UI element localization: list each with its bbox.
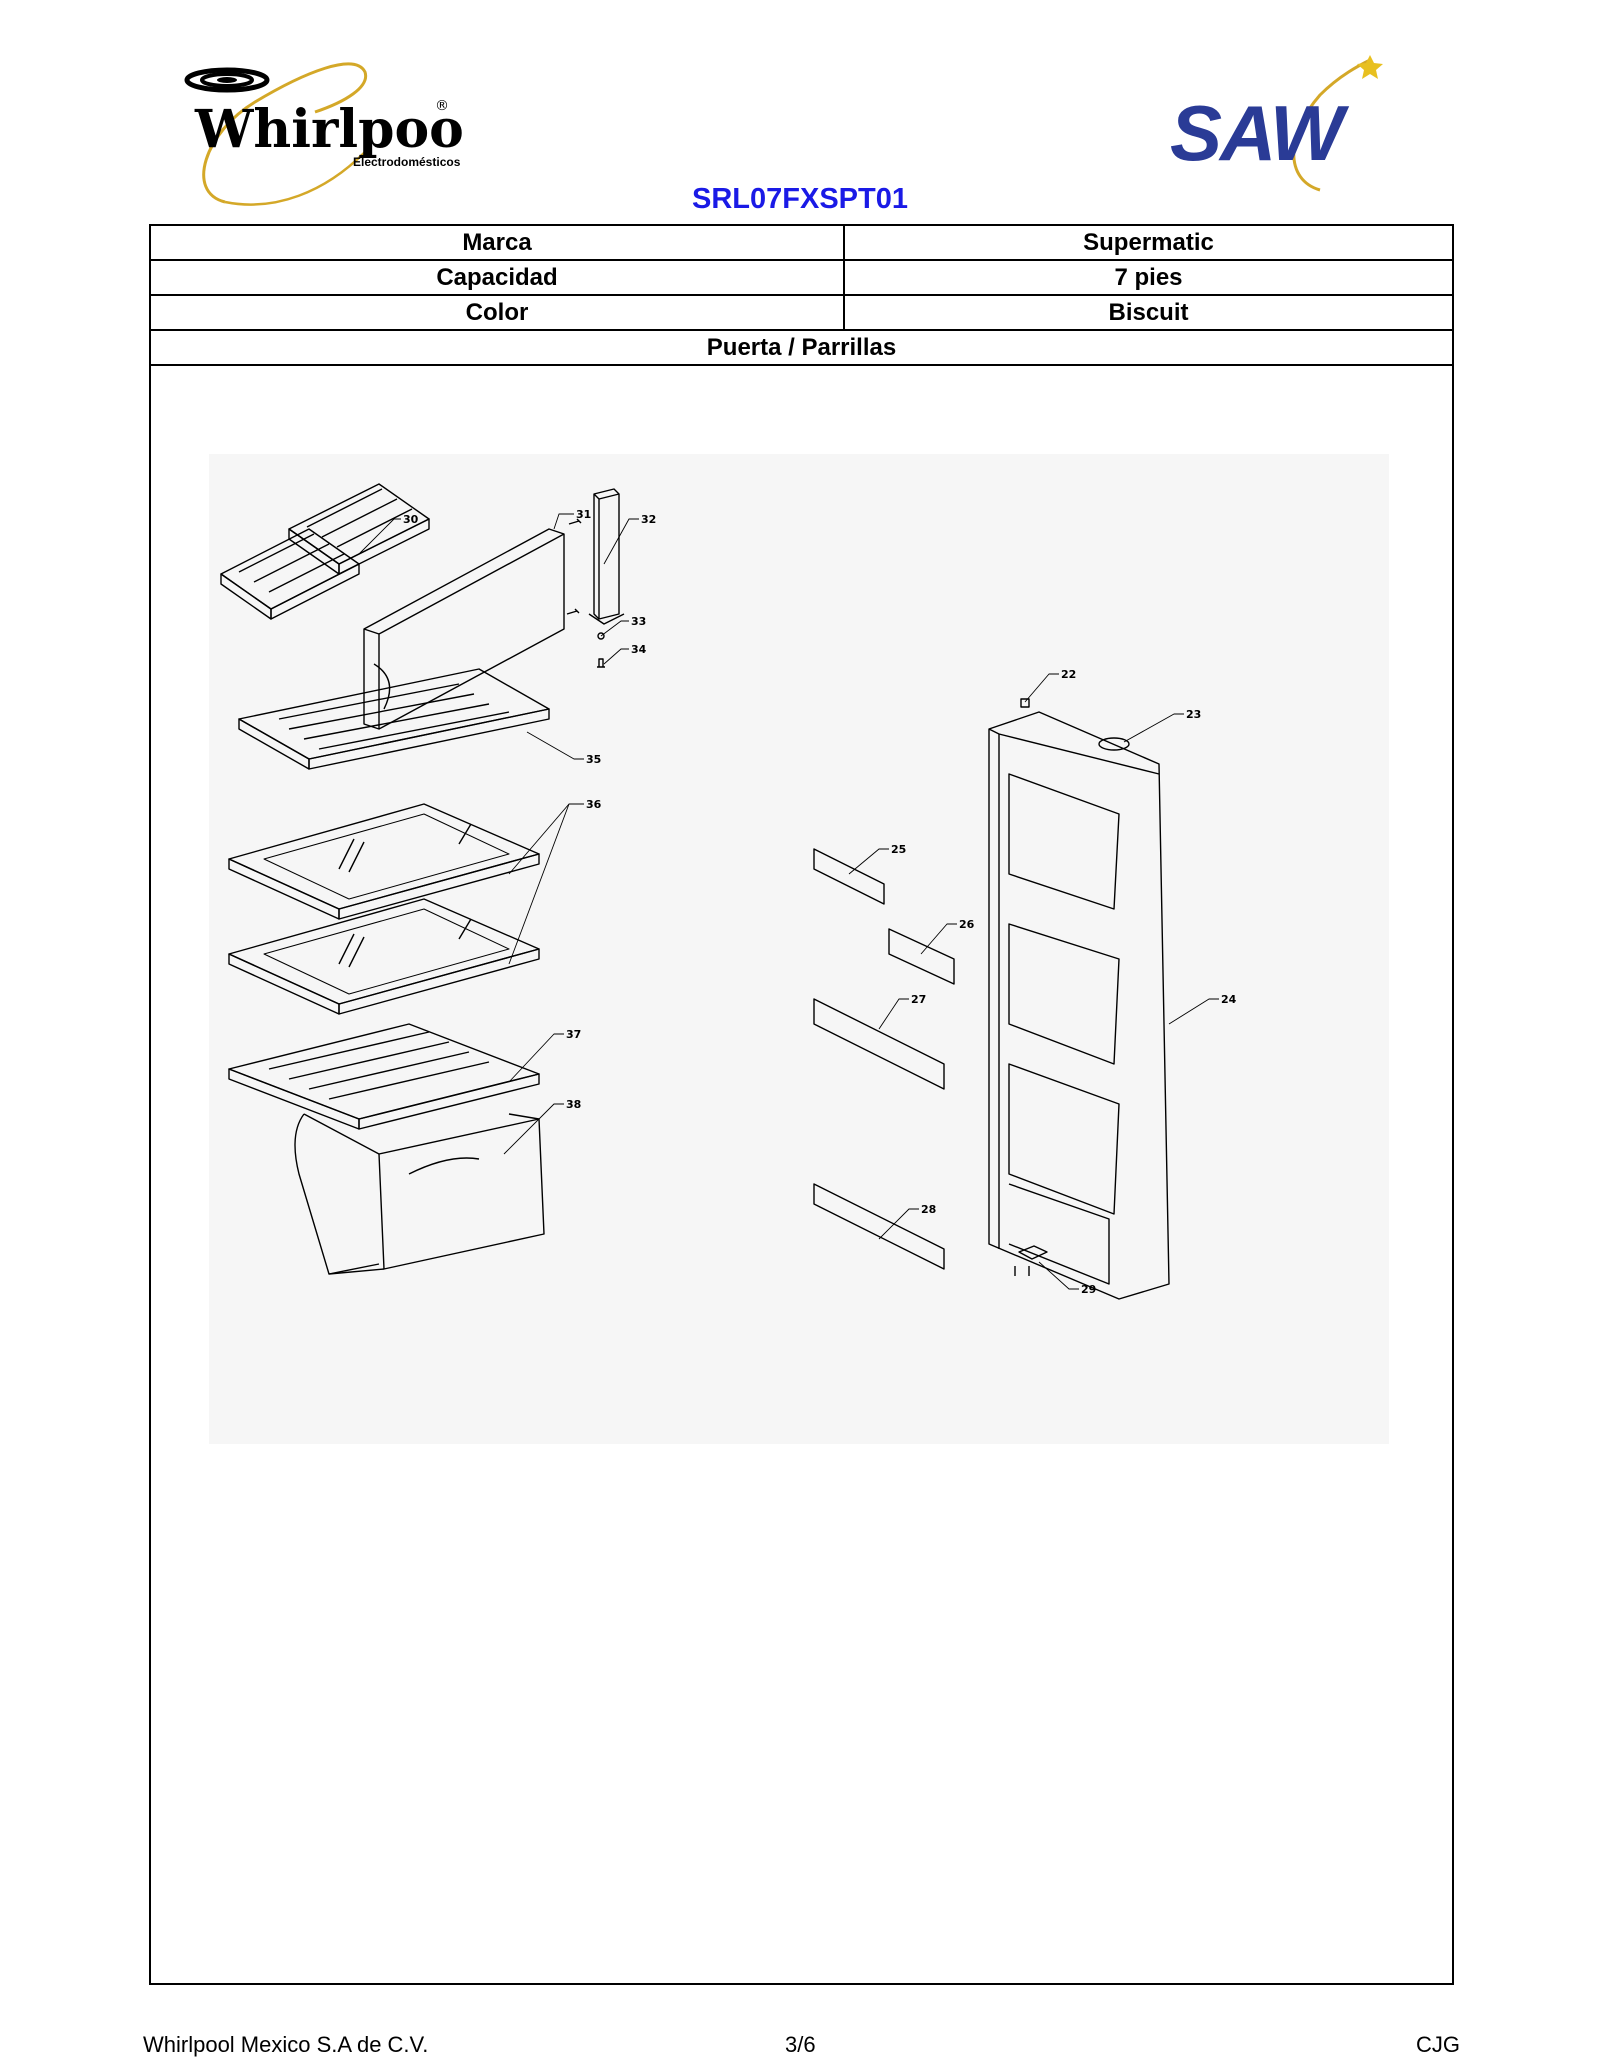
- callout-22: 22: [1061, 668, 1076, 681]
- whirlpool-swirl-icon: [184, 67, 270, 93]
- footer-company: Whirlpool Mexico S.A de C.V.: [143, 2032, 429, 2057]
- crisper-drawer-part: [294, 1113, 545, 1275]
- washer-part: [597, 632, 605, 640]
- hinge-part: [1014, 1245, 1048, 1276]
- crisper-cover-part: [228, 1023, 540, 1130]
- ice-tray-part: [220, 483, 430, 620]
- model-number: SRL07FXSPT01: [692, 183, 908, 215]
- exploded-parts-diagram: 31 32 33 34 35 36 37 38 30 22 23 24 25 2…: [209, 454, 1389, 1444]
- section-title-row: Puerta / Parrillas: [151, 331, 1452, 366]
- callout-26: 26: [959, 918, 975, 931]
- screw-part: [1020, 698, 1030, 708]
- spec-value: Biscuit: [1108, 298, 1189, 326]
- glass-shelf-part: [228, 898, 540, 1015]
- upper-shelf-part: [238, 668, 550, 770]
- callout-34: 34: [631, 643, 647, 656]
- spec-row-color: Color Biscuit: [151, 296, 1452, 331]
- spec-value: 7 pies: [1114, 263, 1183, 291]
- whirlpool-subtitle: Electrodomésticos: [353, 155, 461, 169]
- spec-label: Capacidad: [151, 261, 845, 294]
- spec-row-capacidad: Capacidad 7 pies: [151, 261, 1452, 296]
- callout-32: 32: [641, 513, 656, 526]
- callout-27: 27: [911, 993, 926, 1006]
- door-bar-part: [813, 848, 955, 1270]
- spec-row-marca: Marca Supermatic: [151, 226, 1452, 261]
- footer-page-number: 3/6: [785, 2032, 816, 2057]
- callout-33: 33: [631, 615, 646, 628]
- screw-part: [597, 658, 605, 668]
- callout-24: 24: [1221, 993, 1237, 1006]
- section-title: Puerta / Parrillas: [706, 333, 897, 361]
- star-icon: [1357, 55, 1383, 79]
- door-bracket-part: [566, 488, 625, 625]
- callout-37: 37: [566, 1028, 581, 1041]
- callout-38: 38: [566, 1098, 581, 1111]
- spec-value: Supermatic: [1083, 228, 1214, 256]
- dairy-door-part: [363, 528, 565, 730]
- spec-label: Marca: [151, 226, 845, 259]
- whirlpool-wordmark: Whirlpool: [194, 99, 465, 160]
- saw-logo: SAW: [1170, 55, 1383, 192]
- door-part: [988, 711, 1170, 1300]
- glass-shelf-part: [228, 803, 540, 920]
- spec-label: Color: [151, 296, 845, 329]
- callout-36: 36: [586, 798, 602, 811]
- callout-25: 25: [891, 843, 906, 856]
- registered-mark: ®: [435, 98, 449, 114]
- callout-31: 31: [576, 508, 591, 521]
- whirlpool-logo: Whirlpool ® Electrodomésticos: [184, 62, 465, 206]
- callout-28: 28: [921, 1203, 936, 1216]
- saw-wordmark: SAW: [1170, 89, 1350, 177]
- callout-23: 23: [1186, 708, 1201, 721]
- callout-30: 30: [403, 513, 419, 526]
- footer-initials: CJG: [1416, 2032, 1460, 2057]
- parts-sheet-frame: Marca Supermatic Capacidad 7 pies Color …: [149, 224, 1454, 1985]
- callout-29: 29: [1081, 1283, 1096, 1296]
- callout-35: 35: [586, 753, 601, 766]
